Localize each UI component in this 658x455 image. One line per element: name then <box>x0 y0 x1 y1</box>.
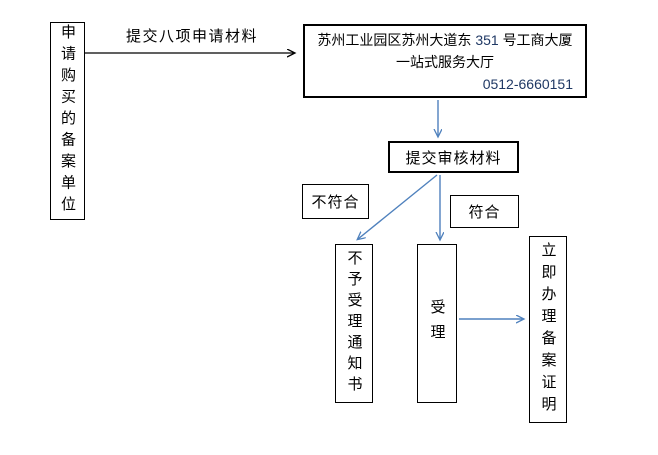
service-hall-phone: 0512-6660151 <box>482 76 573 92</box>
certificate-box: 立即办理备案证明 <box>529 236 567 423</box>
not-conforming-label: 不符合 <box>311 194 360 211</box>
service-hall-box: 苏州工业园区苏州大道东 351 号工商大厦 一站式服务大厅 0512-66601… <box>303 24 587 98</box>
applicant-unit-label: 申请购买的备案单位 <box>59 24 76 218</box>
conforming-label: 符合 <box>468 204 501 221</box>
service-hall-address-line: 苏州工业园区苏州大道东 351 号工商大厦 <box>313 29 577 51</box>
not-conforming-label-box: 不符合 <box>302 184 369 219</box>
service-hall-name: 一站式服务大厅 <box>396 54 494 70</box>
rejection-notice-box: 不予受理通知书 <box>335 244 373 403</box>
address-street-number: 351 <box>475 32 499 48</box>
submit-materials-label: 提交八项申请材料 <box>126 28 259 45</box>
submit-review-label: 提交审核材料 <box>405 149 502 167</box>
accept-label: 受理 <box>428 298 446 349</box>
submit-review-box: 提交审核材料 <box>388 141 519 173</box>
conforming-label-box: 符合 <box>450 195 519 228</box>
certificate-label: 立即办理备案证明 <box>539 241 557 418</box>
rejection-notice-label: 不予受理通知书 <box>345 250 363 397</box>
address-prefix: 苏州工业园区苏州大道东 <box>317 32 472 48</box>
address-suffix: 号工商大厦 <box>502 32 573 48</box>
arrow-reject-branch <box>358 174 438 239</box>
applicant-unit-box: 申请购买的备案单位 <box>50 22 85 220</box>
accept-box: 受理 <box>417 244 457 403</box>
